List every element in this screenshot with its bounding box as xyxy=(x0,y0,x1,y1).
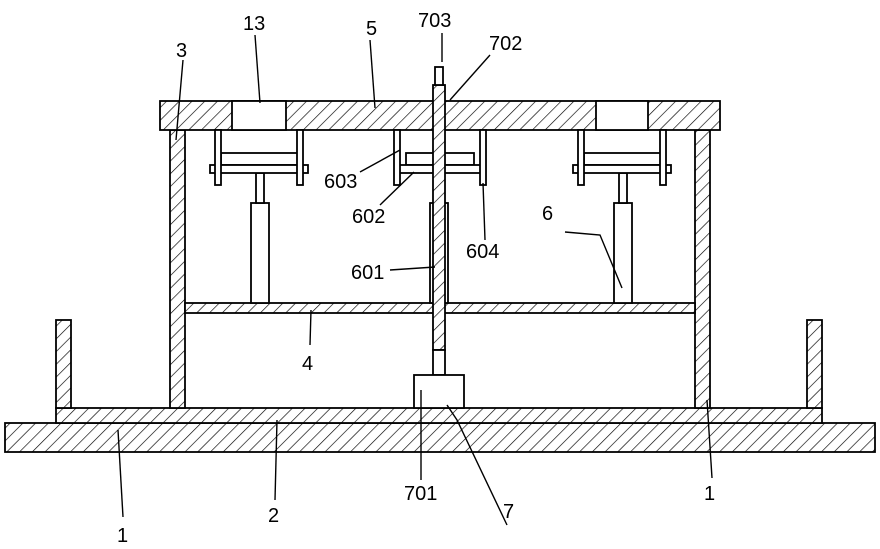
label-703: 703 xyxy=(418,10,451,32)
label-603: 603 xyxy=(324,171,357,193)
top-opening-left xyxy=(232,101,286,130)
label-13: 13 xyxy=(243,13,265,35)
label-1-left: 1 xyxy=(117,525,128,547)
top-opening-right xyxy=(596,101,648,130)
screw-shaft xyxy=(433,85,445,350)
left-post xyxy=(170,130,185,408)
tray-right-wall xyxy=(807,320,822,408)
label-7: 7 xyxy=(503,501,514,523)
shaft-tip xyxy=(435,67,443,85)
label-4: 4 xyxy=(302,353,313,375)
label-702: 702 xyxy=(489,33,522,55)
label-5: 5 xyxy=(366,18,377,40)
label-602: 602 xyxy=(352,206,385,228)
right-lifting-unit xyxy=(573,130,671,303)
label-604: 604 xyxy=(466,241,499,263)
tray-left-wall xyxy=(56,320,71,408)
label-701: 701 xyxy=(404,483,437,505)
label-2: 2 xyxy=(268,505,279,527)
right-post xyxy=(695,130,710,408)
label-3: 3 xyxy=(176,40,187,62)
base-plate xyxy=(5,423,875,452)
label-601: 601 xyxy=(351,262,384,284)
label-1-right: 1 xyxy=(704,483,715,505)
shaft-collar xyxy=(433,350,445,375)
label-6: 6 xyxy=(542,203,553,225)
left-lifting-unit xyxy=(210,130,308,303)
